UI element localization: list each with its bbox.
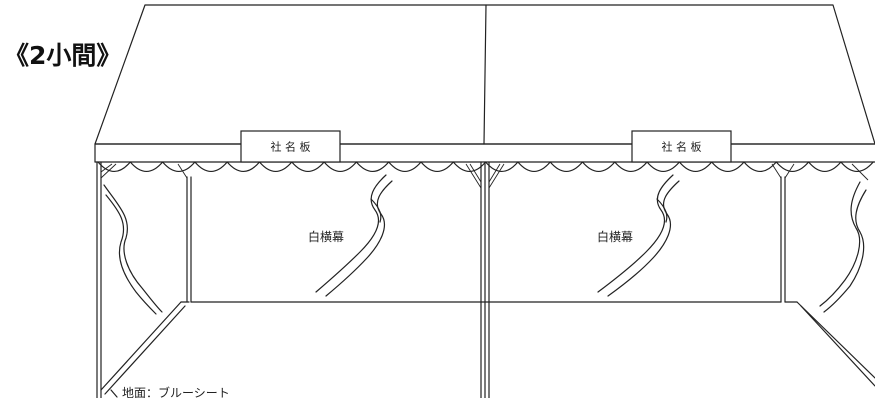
sign-board-right: 社 名 板	[631, 130, 732, 163]
floor-lines	[100, 301, 875, 395]
back-curtain-right: 白横幕	[597, 174, 680, 297]
sign-board-right-label: 社 名 板	[662, 140, 702, 154]
side-curtain-left	[103, 184, 163, 315]
front-pole-center	[480, 161, 490, 398]
sign-board-left: 社 名 板	[240, 130, 341, 163]
back-pole-left	[186, 176, 192, 303]
ground-label: 地面：ブルーシート	[122, 385, 230, 398]
side-curtain-right	[819, 181, 867, 313]
back-curtain-left: 白横幕	[308, 174, 393, 297]
tent-roof	[94, 4, 875, 145]
diagram-title: 《2小間》	[4, 41, 122, 70]
pole-braces	[100, 163, 869, 189]
ground-annotation: 地面：ブルーシート	[110, 385, 230, 398]
back-curtain-right-label: 白横幕	[597, 229, 633, 244]
back-curtain-left-label: 白横幕	[308, 229, 344, 244]
sign-board-left-label: 社 名 板	[271, 140, 311, 154]
back-pole-right	[780, 176, 786, 303]
front-pole-left	[96, 161, 102, 398]
